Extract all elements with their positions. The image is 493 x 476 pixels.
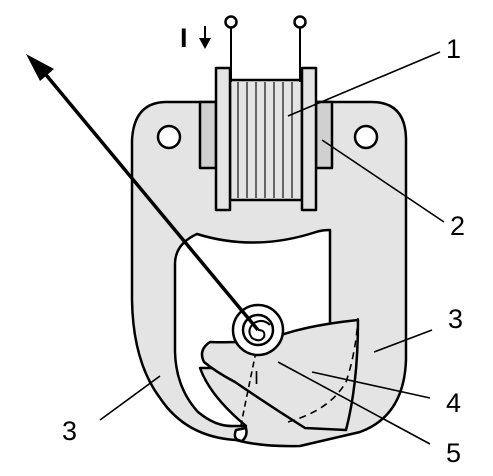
spacer-left (198, 100, 218, 170)
spiral-spring (248, 319, 271, 342)
pointer-mark: I (254, 368, 259, 388)
armature-pointer-tip (233, 426, 248, 443)
mounting-hole-right (353, 124, 379, 150)
pointer-arrow (26, 54, 260, 332)
label-2: 2 (450, 211, 465, 241)
label-5: 5 (446, 438, 461, 468)
spacer-right (314, 100, 334, 170)
leader-4 (311, 371, 431, 399)
leader-1 (287, 51, 441, 117)
label-3-right: 3 (448, 304, 463, 334)
leader-3-left (99, 375, 161, 421)
coil-leads (224, 15, 307, 82)
current-arrow-icon (199, 26, 211, 49)
label-4: 4 (446, 388, 461, 418)
armature-swing-path (287, 317, 359, 423)
mounting-hole-left (156, 124, 182, 150)
coil (214, 66, 318, 212)
leader-5 (277, 361, 431, 445)
label-1: 1 (446, 34, 461, 64)
label-3-left: 3 (62, 416, 77, 446)
leader-2 (321, 139, 445, 223)
leader-3-right (373, 329, 433, 353)
current-label: I (180, 23, 188, 53)
